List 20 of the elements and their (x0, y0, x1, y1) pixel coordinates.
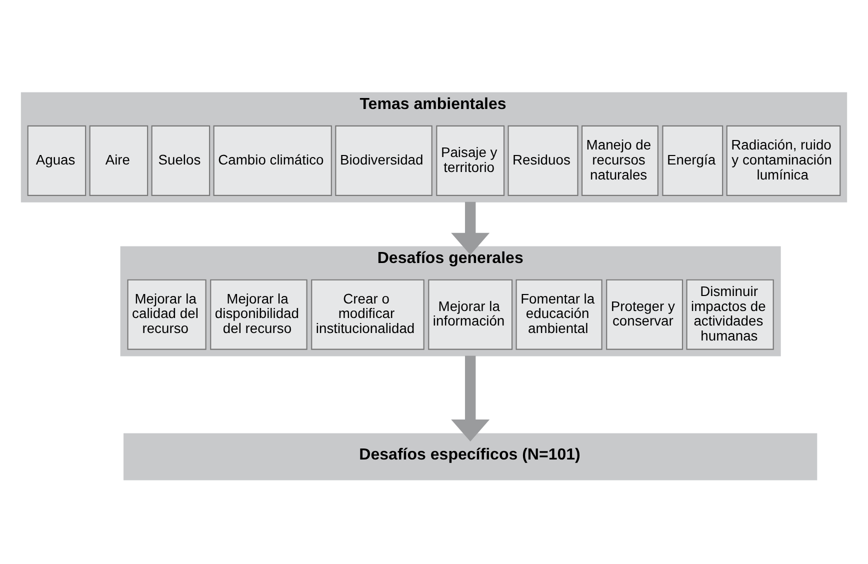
node-box: Mejorar la calidad del recurso (127, 279, 206, 350)
node-box: Proteger y conservar (606, 279, 684, 350)
node-box: Biodiversidad (335, 125, 432, 196)
node-box: Desafíos específicos (N=101) (124, 433, 818, 480)
node-box: Aire (89, 125, 148, 196)
node-box: Energía (662, 125, 724, 196)
node-box: Mejorar la información (428, 279, 513, 350)
node-box: Residuos (508, 125, 578, 196)
arrow (451, 202, 490, 255)
node-box: Mejorar la disponibilidad del recurso (210, 279, 308, 350)
node-box: Manejo de recursos naturales (582, 125, 658, 196)
node-box: Paisaje y territorio (436, 125, 505, 196)
node-box: Cambio climático (213, 125, 332, 196)
node-box: Aguas (27, 125, 86, 196)
node-box: Radiación, ruido y contaminación lumínica (726, 125, 841, 196)
node-box: Fomentar la educación ambiental (516, 279, 602, 350)
node-box: Disminuir impactos de actividades humanas (686, 279, 774, 350)
node-box: Crear o modificar institucionalidad (311, 279, 424, 350)
arrow (451, 356, 490, 442)
node-box: Suelos (151, 125, 210, 196)
